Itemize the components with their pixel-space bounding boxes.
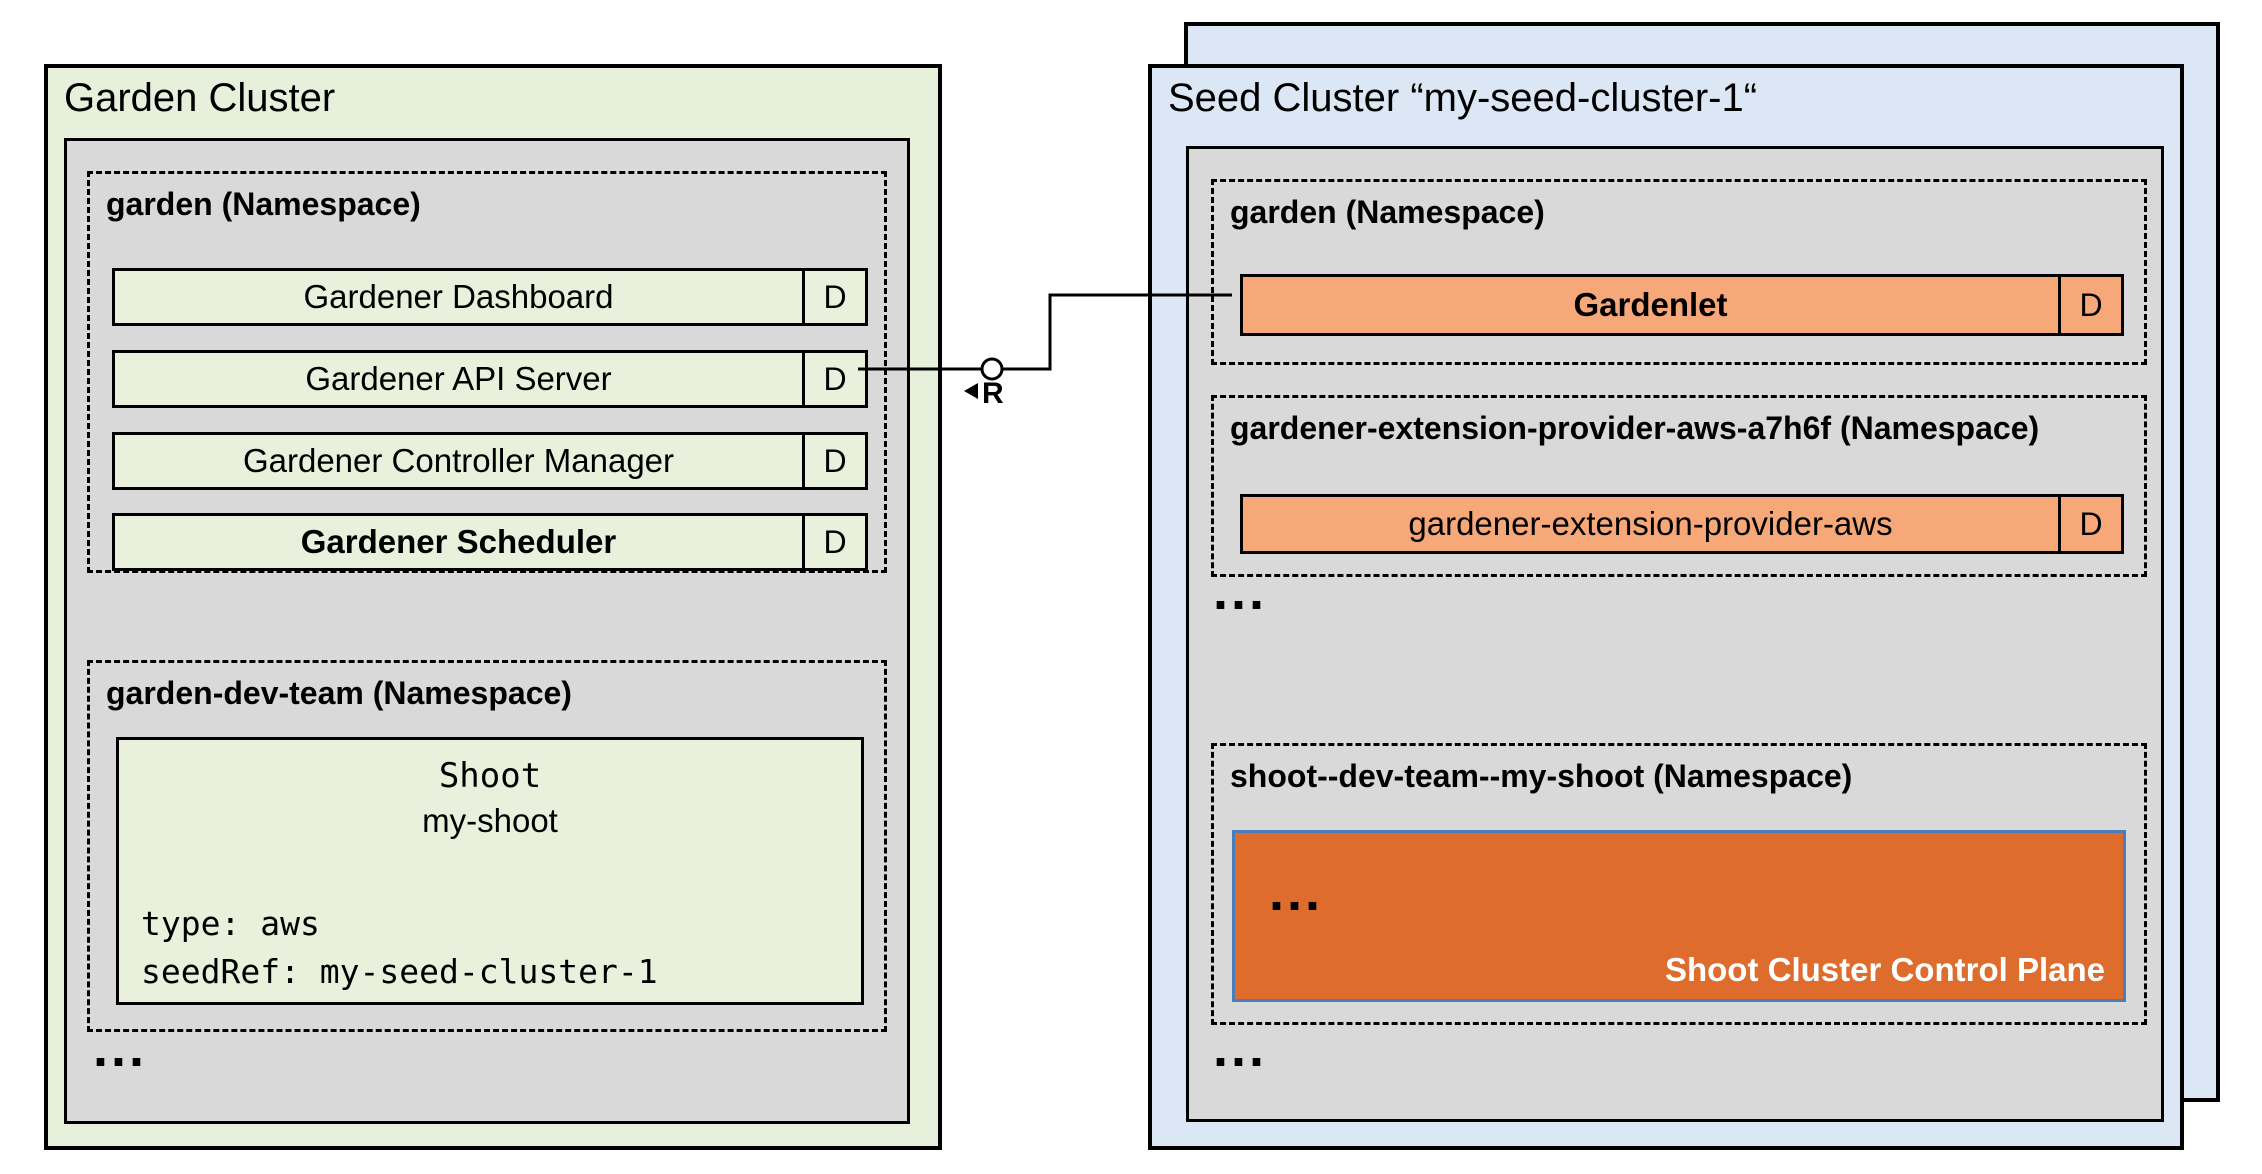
namespace-extension-provider-aws-label: gardener-extension-provider-aws-a7h6f (N…	[1230, 410, 2040, 446]
garden-more-ellipsis: ...	[93, 1018, 148, 1078]
component-label: Gardenlet	[1240, 274, 2061, 336]
shoot-kind: Shoot	[438, 756, 542, 796]
component-label: Gardener Dashboard	[112, 268, 805, 326]
namespace-garden: garden (Namespace) Gardener Dashboard D …	[87, 171, 887, 573]
garden-cluster-body: garden (Namespace) Gardener Dashboard D …	[64, 138, 910, 1124]
seed-more-namespaces-ellipsis: ...	[1213, 561, 1268, 621]
control-plane-label: Shoot Cluster Control Plane	[1664, 951, 2105, 988]
deployment-badge: D	[2058, 494, 2124, 554]
seed-more-ellipsis: ...	[1213, 1018, 1268, 1078]
component-label: gardener-extension-provider-aws	[1240, 494, 2061, 554]
component-label: Gardener API Server	[112, 350, 805, 408]
garden-cluster-title: Garden Cluster	[64, 76, 336, 120]
component-gardenlet: Gardenlet D	[1240, 274, 2124, 336]
deployment-badge: D	[802, 432, 868, 490]
seed-cluster-body: garden (Namespace) Gardenlet D gardener-…	[1186, 146, 2164, 1122]
deployment-badge: D	[2058, 274, 2124, 336]
namespace-seed-garden-label: garden (Namespace)	[1230, 194, 1545, 230]
shoot-name: my-shoot	[422, 802, 558, 839]
namespace-garden-dev-team-label: garden-dev-team (Namespace)	[106, 675, 572, 711]
seed-cluster: Seed Cluster “my-seed-cluster-1“ garden …	[1148, 64, 2184, 1150]
namespace-shoot-dev-team-my-shoot: shoot--dev-team--my-shoot (Namespace) ..…	[1211, 743, 2147, 1025]
shoot-spec-type: type: aws	[141, 904, 320, 943]
deployment-badge: D	[802, 268, 868, 326]
namespace-garden-dev-team: garden-dev-team (Namespace) Shoot my-sho…	[87, 660, 887, 1032]
namespace-garden-label: garden (Namespace)	[106, 186, 421, 222]
seed-cluster-title: Seed Cluster “my-seed-cluster-1“	[1168, 76, 1758, 120]
shoot-control-plane: ... Shoot Cluster Control Plane	[1232, 830, 2126, 1002]
shoot-spec: type: aws seedRef: my-seed-cluster-1	[141, 900, 658, 996]
component-gardener-dashboard: Gardener Dashboard D	[112, 268, 868, 326]
deployment-badge: D	[802, 513, 868, 571]
connector-r-label: R	[982, 377, 1004, 410]
interface-lollipop-icon	[980, 357, 1004, 381]
component-gardener-controller-manager: Gardener Controller Manager D	[112, 432, 868, 490]
namespace-shoot-dev-team-my-shoot-label: shoot--dev-team--my-shoot (Namespace)	[1230, 758, 1853, 794]
component-extension-provider-aws: gardener-extension-provider-aws D	[1240, 494, 2124, 554]
component-gardener-api-server: Gardener API Server D	[112, 350, 868, 408]
shoot-resource: Shoot my-shoot type: aws seedRef: my-see…	[116, 737, 864, 1005]
component-label: Gardener Controller Manager	[112, 432, 805, 490]
garden-cluster: Garden Cluster garden (Namespace) Garden…	[44, 64, 942, 1150]
connector-arrow-icon	[964, 383, 978, 399]
component-gardener-scheduler: Gardener Scheduler D	[112, 513, 868, 571]
namespace-extension-provider-aws: gardener-extension-provider-aws-a7h6f (N…	[1211, 395, 2147, 577]
namespace-seed-garden: garden (Namespace) Gardenlet D	[1211, 179, 2147, 365]
component-label: Gardener Scheduler	[112, 513, 805, 571]
control-plane-ellipsis: ...	[1269, 862, 1324, 922]
shoot-spec-seedref: seedRef: my-seed-cluster-1	[141, 951, 658, 991]
deployment-badge: D	[802, 350, 868, 408]
